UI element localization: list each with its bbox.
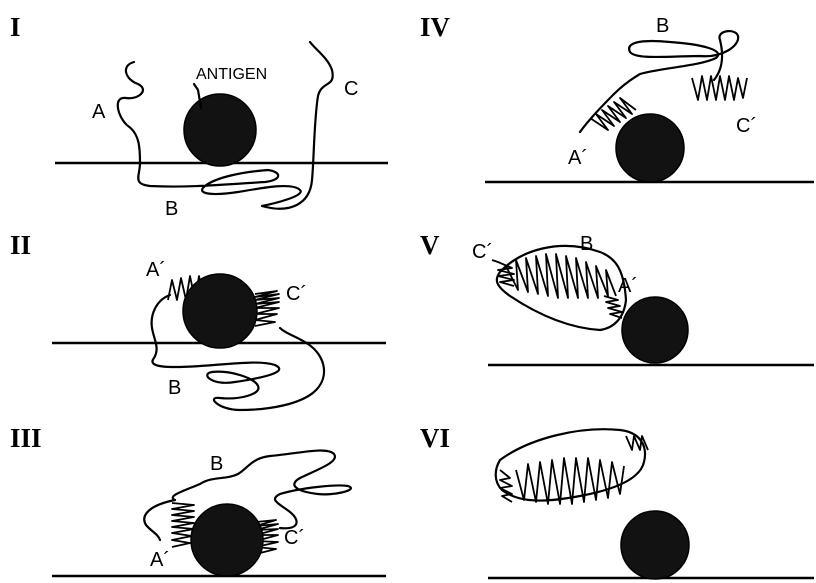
panel-1-label-c: C bbox=[344, 78, 358, 100]
panel-4-antigen-ball bbox=[616, 114, 684, 182]
panel-5: V C´ B A´ bbox=[420, 230, 814, 365]
panel-6-numeral: VI bbox=[420, 423, 450, 453]
panel-2-antigen-ball bbox=[183, 274, 257, 348]
panel-1-label-b: B bbox=[165, 198, 178, 220]
panel-1-antigen-label: ANTIGEN bbox=[196, 66, 267, 83]
panel-3-label-a-prime: A´ bbox=[150, 549, 170, 571]
panel-5-label-c-prime: C´ bbox=[472, 241, 493, 263]
panel-5-antigen-ball bbox=[622, 297, 688, 363]
panel-5-label-a-prime: A´ bbox=[618, 275, 638, 297]
panel-6-antigen-ball bbox=[621, 511, 689, 579]
panel-6-released-antibody bbox=[496, 429, 648, 504]
panel-4-numeral: IV bbox=[420, 12, 451, 42]
panel-2-label-b: B bbox=[168, 377, 181, 399]
panel-5-numeral: V bbox=[420, 230, 440, 260]
panel-6: VI bbox=[420, 423, 814, 579]
panel-4-label-c-prime: C´ bbox=[736, 115, 757, 137]
panel-3-antigen-ball bbox=[191, 504, 263, 576]
panel-3-label-b: B bbox=[210, 453, 223, 475]
panel-1: I ANTIGEN A C B bbox=[10, 12, 388, 220]
panel-1-label-a: A bbox=[92, 101, 106, 123]
panel-5-label-b: B bbox=[580, 233, 593, 255]
panel-2-numeral: II bbox=[10, 230, 31, 260]
panel-1-numeral: I bbox=[10, 12, 21, 42]
panel-4-label-a-prime: A´ bbox=[568, 147, 588, 169]
panel-4-fold-c bbox=[692, 76, 747, 100]
panel-4: IV B A´ C´ bbox=[420, 12, 814, 182]
panel-1-antigen-ball bbox=[184, 94, 256, 166]
panel-2: II A´ C´ B bbox=[10, 230, 386, 410]
panel-3-numeral: III bbox=[10, 423, 42, 453]
panel-4-label-b: B bbox=[656, 15, 669, 37]
panel-2-fold-c bbox=[255, 291, 279, 326]
panel-2-label-a-prime: A´ bbox=[146, 259, 166, 281]
panel-3: III B A´ C´ bbox=[10, 423, 386, 576]
panel-2-label-c-prime: C´ bbox=[286, 283, 307, 305]
panel-3-label-c-prime: C´ bbox=[284, 527, 305, 549]
panel-5-folded-antibody bbox=[492, 246, 626, 330]
